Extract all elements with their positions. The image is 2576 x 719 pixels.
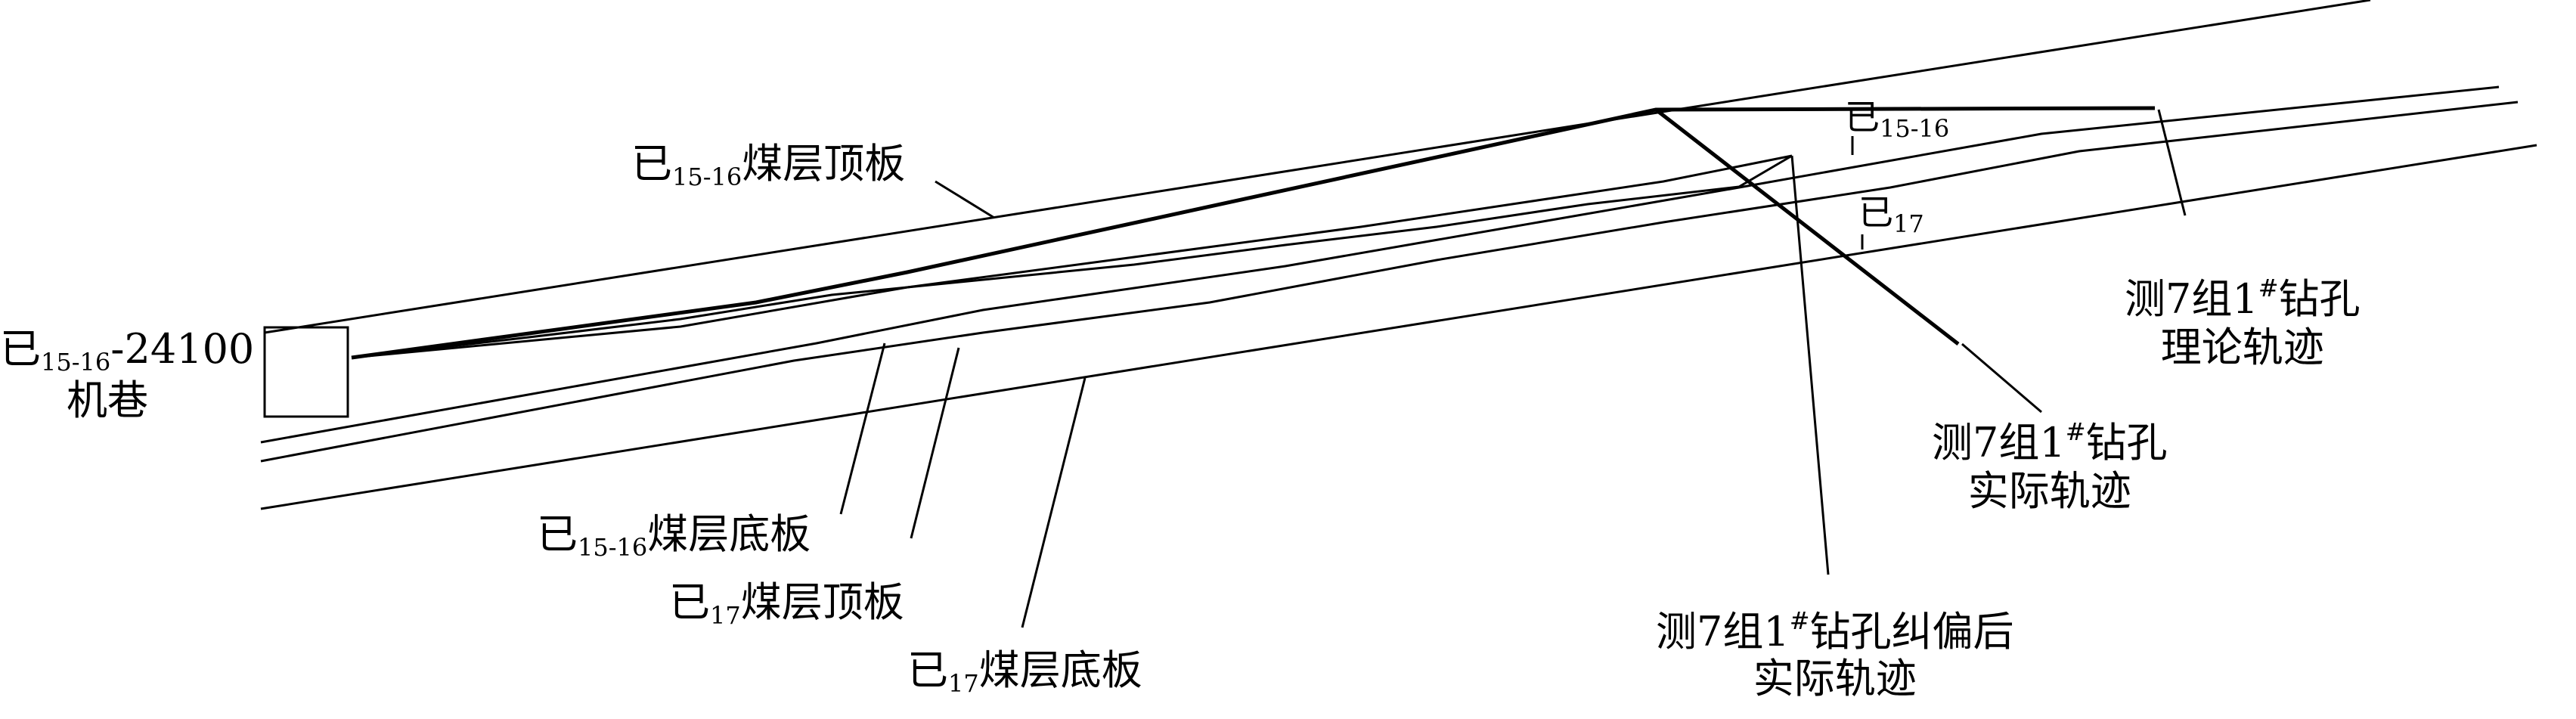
label-roadway: 已15-16-24100 机巷	[0, 325, 255, 424]
roadway-box	[263, 326, 349, 418]
label-actual-trajectory: 测7组1#钻孔 实际轨迹	[1932, 417, 2168, 515]
leader-corrected	[1790, 155, 1830, 575]
seam-17-floor-line	[260, 144, 2537, 510]
label-seam-17-floor: 已17煤层底板	[907, 646, 1142, 698]
leader-1516-roof	[935, 180, 995, 219]
leader-theoretical	[2157, 109, 2187, 216]
leader-17-roof	[910, 347, 960, 539]
label-seam-17-tag: 已17	[1858, 192, 1924, 238]
seam-17-roof-line	[260, 101, 2519, 463]
seam-1516-floor-line	[260, 85, 2500, 444]
label-seam-1516-floor: 已15-16煤层底板	[537, 510, 811, 562]
label-corrected-trajectory: 测7组1#钻孔纠偏后 实际轨迹	[1656, 606, 2014, 702]
label-theoretical-trajectory: 测7组1#钻孔 理论轨迹	[2125, 274, 2361, 371]
theoretical-trajectory-line	[351, 106, 2156, 360]
leader-17-floor	[1021, 377, 1087, 628]
actual-trajectory-line-b	[351, 154, 1793, 359]
label-seam-17-roof: 已17煤层顶板	[669, 578, 904, 630]
seam-1516-roof-line	[264, 0, 2371, 334]
label-seam-1516-tag: 已15-16	[1845, 97, 1950, 143]
actual-trajectory-line	[351, 154, 1793, 359]
leader-1516-floor	[839, 342, 886, 515]
corrected-trajectory-line	[1654, 108, 1960, 346]
leader-actual	[1961, 342, 2042, 414]
label-seam-1516-roof: 已15-16煤层顶板	[631, 140, 906, 191]
